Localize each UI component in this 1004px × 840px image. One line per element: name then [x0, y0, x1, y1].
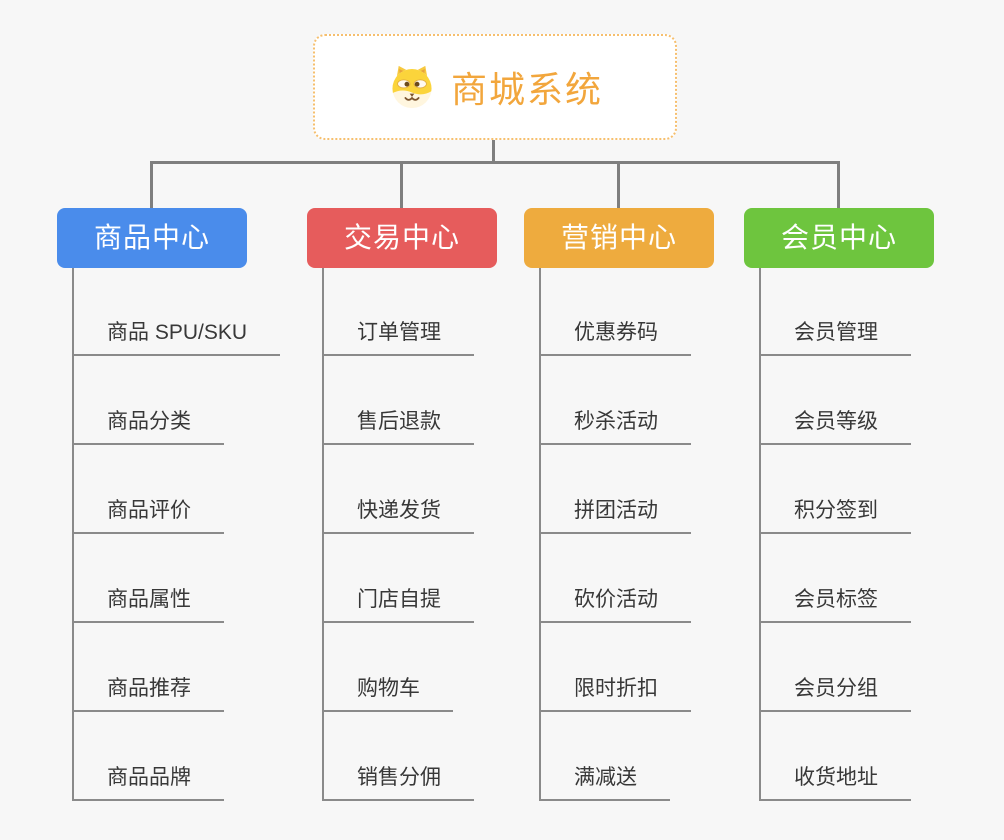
branch-header-product-center[interactable]: 商品中心 — [57, 208, 247, 268]
node-item[interactable]: 门店自提 — [322, 586, 474, 623]
connector-branch-stub — [837, 161, 840, 208]
connector-trunk — [150, 161, 840, 164]
branch-spine — [322, 268, 324, 801]
node-item[interactable]: 限时折扣 — [539, 675, 691, 712]
node-item[interactable]: 销售分佣 — [322, 764, 474, 801]
node-item[interactable]: 订单管理 — [322, 319, 474, 356]
connector-branch-stub — [617, 161, 620, 208]
node-item[interactable]: 收货地址 — [759, 764, 911, 801]
root-node[interactable]: 商城系统 — [313, 34, 677, 140]
node-item[interactable]: 商品属性 — [72, 586, 224, 623]
node-item[interactable]: 砍价活动 — [539, 586, 691, 623]
node-item[interactable]: 会员分组 — [759, 675, 911, 712]
node-item[interactable]: 售后退款 — [322, 408, 474, 445]
node-item[interactable]: 优惠券码 — [539, 319, 691, 356]
node-item[interactable]: 商品品牌 — [72, 764, 224, 801]
node-item[interactable]: 会员标签 — [759, 586, 911, 623]
node-item[interactable]: 秒杀活动 — [539, 408, 691, 445]
node-item[interactable]: 快递发货 — [322, 497, 474, 534]
node-item[interactable]: 商品评价 — [72, 497, 224, 534]
node-item[interactable]: 会员等级 — [759, 408, 911, 445]
dog-face-icon — [387, 62, 437, 112]
branch-spine — [759, 268, 761, 801]
branch-header-member-center[interactable]: 会员中心 — [744, 208, 934, 268]
node-item[interactable]: 满减送 — [539, 764, 670, 801]
connector-root-stub — [492, 140, 495, 163]
node-item[interactable]: 商品分类 — [72, 408, 224, 445]
node-item[interactable]: 积分签到 — [759, 497, 911, 534]
node-item[interactable]: 商品 SPU/SKU — [72, 319, 281, 356]
branch-spine — [72, 268, 74, 801]
node-item[interactable]: 商品推荐 — [72, 675, 224, 712]
branch-header-trade-center[interactable]: 交易中心 — [307, 208, 497, 268]
branch-header-marketing-center[interactable]: 营销中心 — [524, 208, 714, 268]
branch-spine — [539, 268, 541, 801]
node-item[interactable]: 拼团活动 — [539, 497, 691, 534]
connector-branch-stub — [400, 161, 403, 208]
connector-branch-stub — [150, 161, 153, 208]
node-item[interactable]: 购物车 — [322, 675, 453, 712]
node-item[interactable]: 会员管理 — [759, 319, 911, 356]
root-label: 商城系统 — [450, 69, 603, 110]
